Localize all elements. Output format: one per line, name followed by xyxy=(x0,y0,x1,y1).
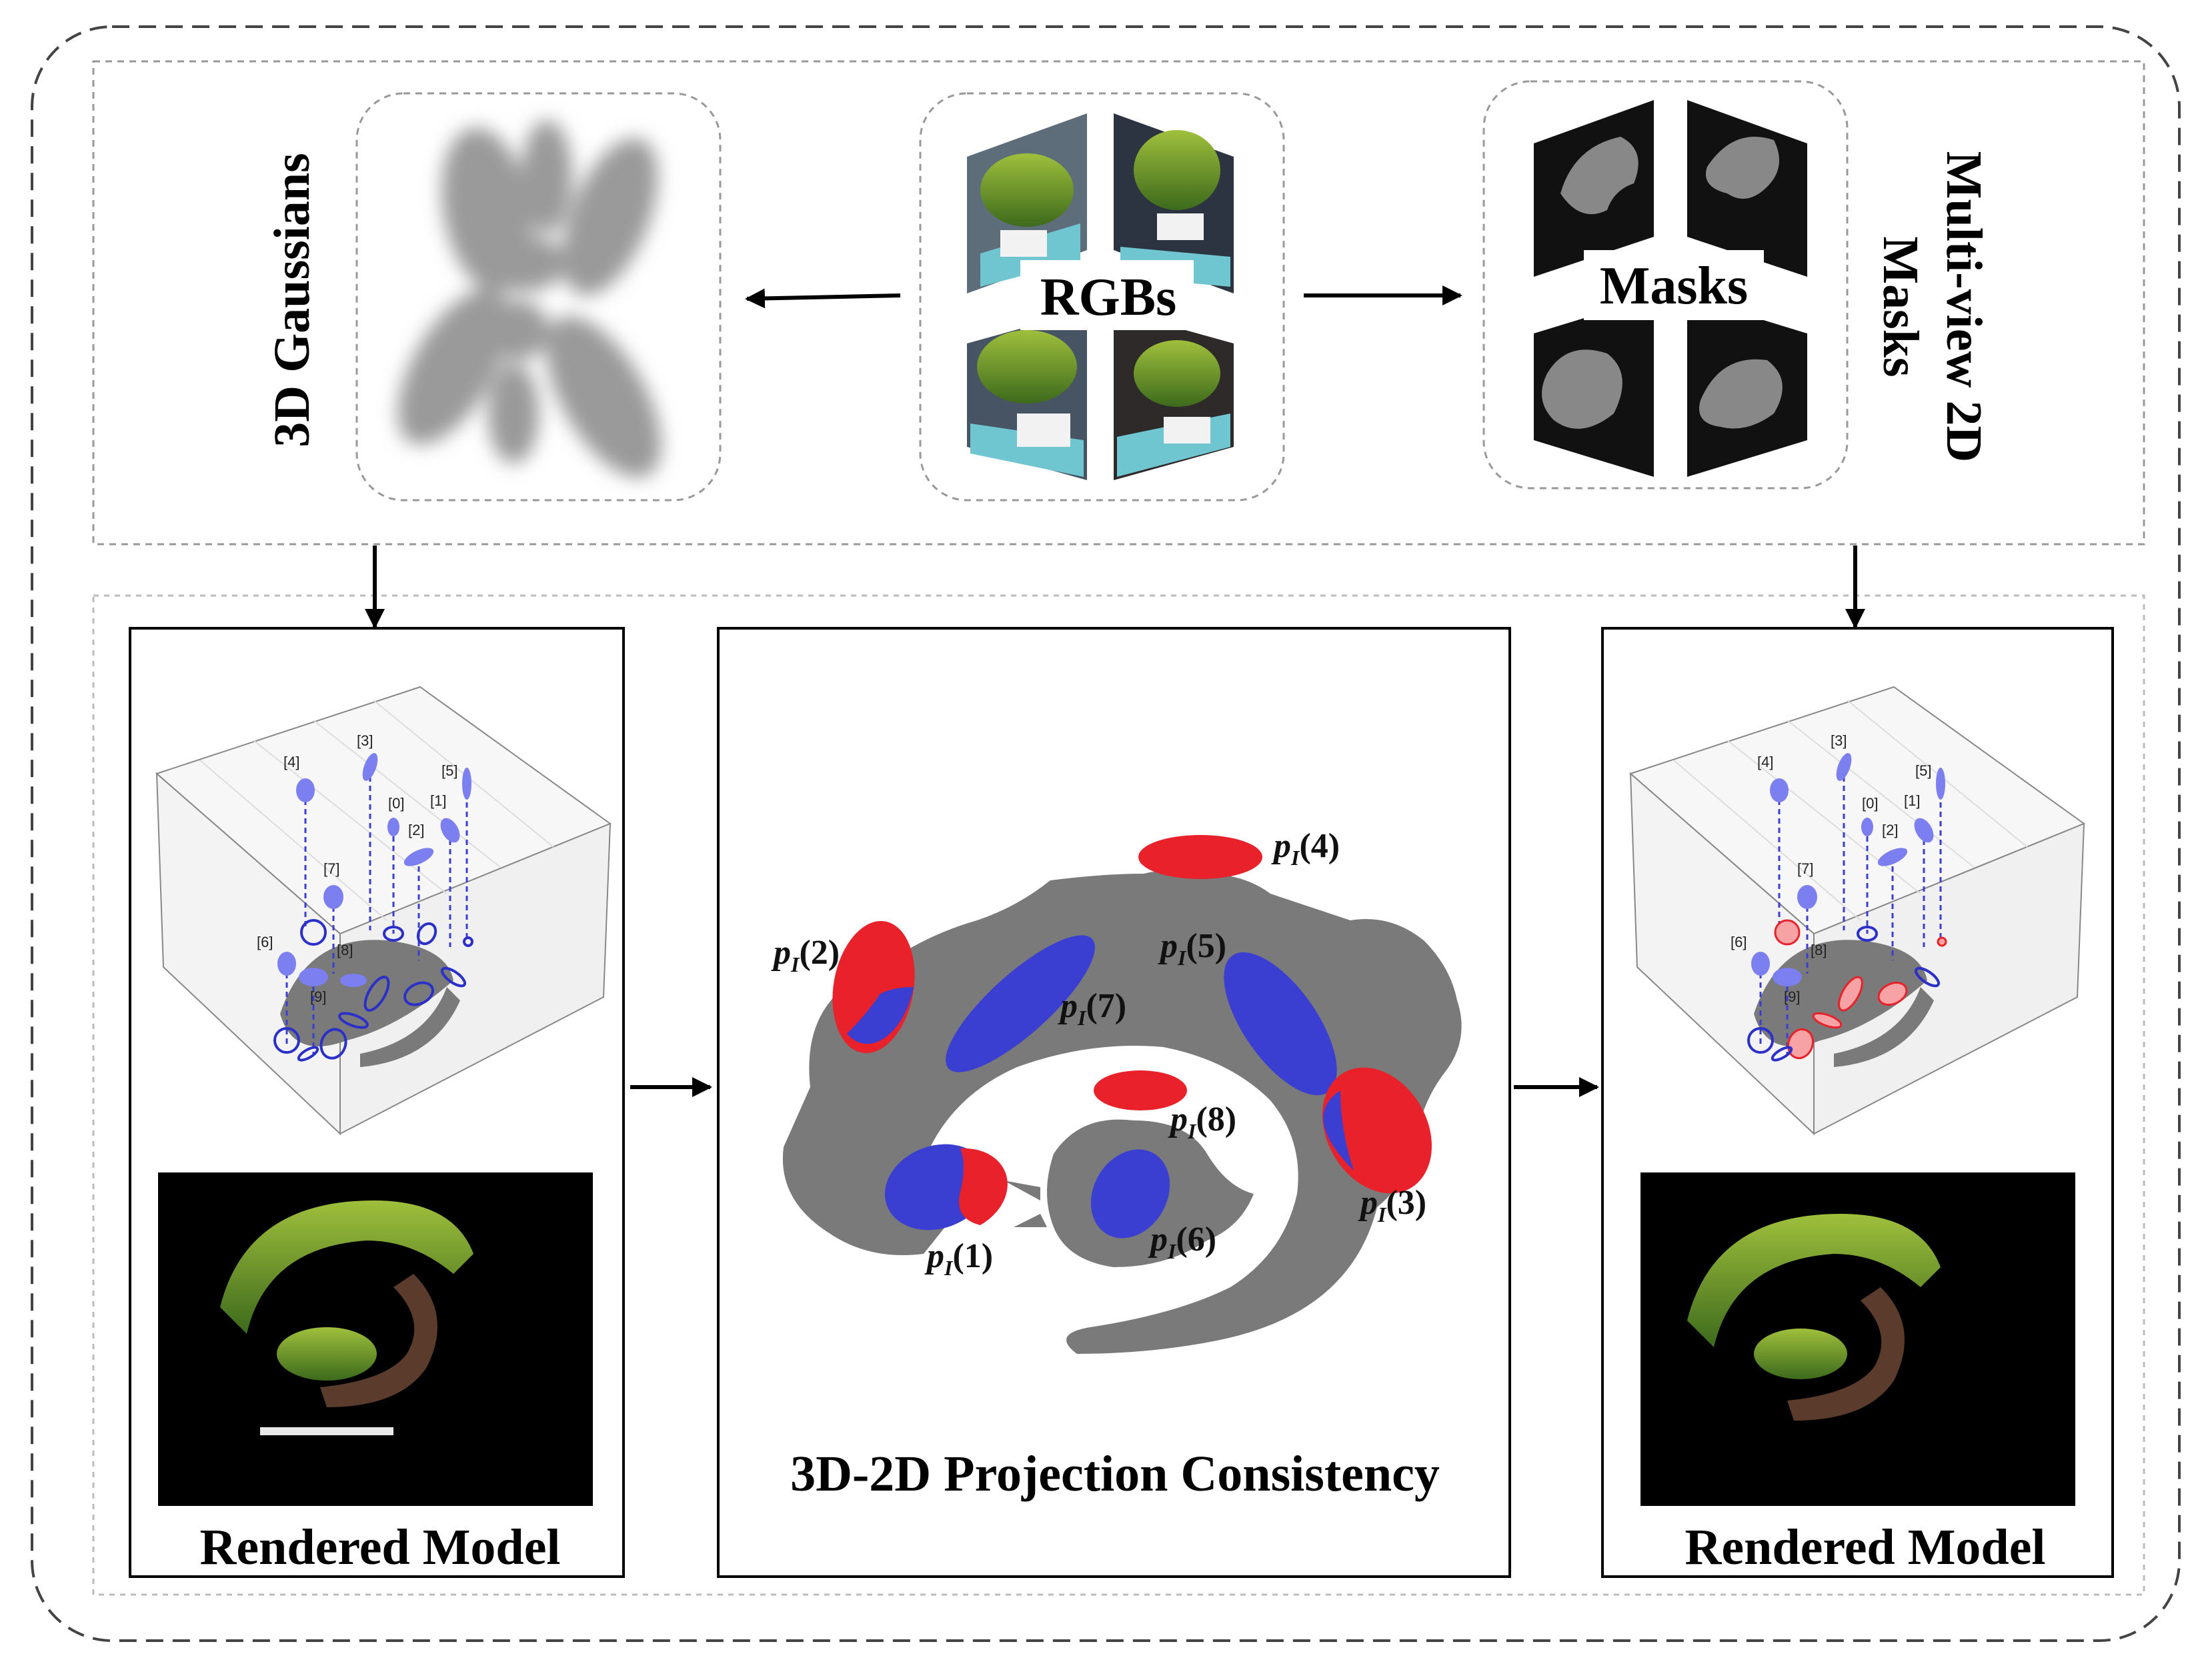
top-section xyxy=(92,60,2145,546)
plot-label: [1] xyxy=(1904,792,1920,809)
plot-label: [2] xyxy=(408,822,424,838)
plot-label: [8] xyxy=(337,942,353,958)
multiview-label-line2: Masks xyxy=(1873,236,1929,377)
bottom-section xyxy=(92,594,2145,1596)
plot-label: [9] xyxy=(1784,988,1800,1005)
left-3d-plot xyxy=(155,686,612,1136)
plot-label: [7] xyxy=(323,860,339,877)
projected-gaussians xyxy=(832,835,1432,1238)
plant-photo-icon xyxy=(1114,310,1234,480)
plot-label: [5] xyxy=(1915,762,1931,779)
projection-label-7: pI(7) xyxy=(1058,987,1126,1030)
mask-panel-icon xyxy=(1687,100,1807,277)
plot-label: [8] xyxy=(1811,942,1827,958)
left-caption: Rendered Model xyxy=(199,1519,560,1575)
plot-label: [7] xyxy=(1797,860,1813,877)
projection-label-5: pI(5) xyxy=(1158,927,1226,970)
rgbs-panel: RGBs xyxy=(919,92,1285,502)
left-arrow-icon xyxy=(745,288,901,309)
mask-panel-icon xyxy=(1534,297,1654,477)
bonsai-render xyxy=(220,1200,473,1435)
outer-border xyxy=(31,25,2181,1642)
gaussians-label: 3D Gaussians xyxy=(264,153,320,447)
projection-label-1: pI(1) xyxy=(924,1237,993,1280)
plot-label: [9] xyxy=(310,988,326,1005)
masks-label: Masks xyxy=(1600,257,1748,315)
projection-label-8: pI(8) xyxy=(1168,1100,1236,1143)
left-gaussian-markers: [4] [3] [0] [5] [1] [2] [7] [6] [8] [9] xyxy=(257,732,473,1067)
plot-label: [6] xyxy=(257,934,273,950)
plot-label: [6] xyxy=(1731,934,1747,950)
plot-label: [0] xyxy=(388,795,404,812)
plot-label: [1] xyxy=(430,792,446,809)
plot-label: [0] xyxy=(1862,795,1878,812)
multiview-label-line1: Multi-view 2D xyxy=(1936,151,1992,462)
projection-label-2: pI(2) xyxy=(771,934,840,976)
projection-label-4: pI(4) xyxy=(1271,827,1340,870)
plot-label: [3] xyxy=(357,732,373,749)
projection-panel: pI(1) pI(2) pI(3) pI(4) pI(5) pI(6) pI(7… xyxy=(717,627,1511,1578)
right-rendered-panel: [4] [3] [0] [5] [1] [2] [7] [6] [8] [9] xyxy=(1601,627,2114,1578)
plot-label: [4] xyxy=(1757,754,1773,770)
mask-panel-icon xyxy=(1534,100,1654,277)
plot-label: [5] xyxy=(441,762,457,779)
mask-panel-icon xyxy=(1687,297,1807,477)
rgbs-label: RGBs xyxy=(1040,268,1177,327)
gaussians-panel xyxy=(355,92,722,502)
plant-photo-icon xyxy=(1114,113,1234,293)
center-caption: 3D-2D Projection Consistency xyxy=(790,1446,1440,1502)
plant-photo-icon xyxy=(967,113,1087,293)
plot-label: [4] xyxy=(283,754,299,770)
plot-label: [2] xyxy=(1882,822,1898,838)
plant-photo-icon xyxy=(967,310,1087,480)
plot-label: [3] xyxy=(1831,732,1847,749)
blurred-gaussians xyxy=(397,120,662,478)
projection-label-6: pI(6) xyxy=(1148,1220,1216,1263)
left-rendered-panel: [4] [3] [0] [5] [1] [2] [7] [6] [8] [9] xyxy=(129,627,625,1578)
right-caption: Rendered Model xyxy=(1685,1519,2045,1575)
right-gaussian-markers: [4] [3] [0] [5] [1] [2] [7] [6] [8] [9] xyxy=(1731,732,1947,1067)
right-3d-plot xyxy=(1629,686,2086,1136)
masks-panel: Masks xyxy=(1482,80,1849,490)
bonsai-render xyxy=(1687,1214,1941,1421)
projection-label-3: pI(3) xyxy=(1358,1184,1426,1226)
